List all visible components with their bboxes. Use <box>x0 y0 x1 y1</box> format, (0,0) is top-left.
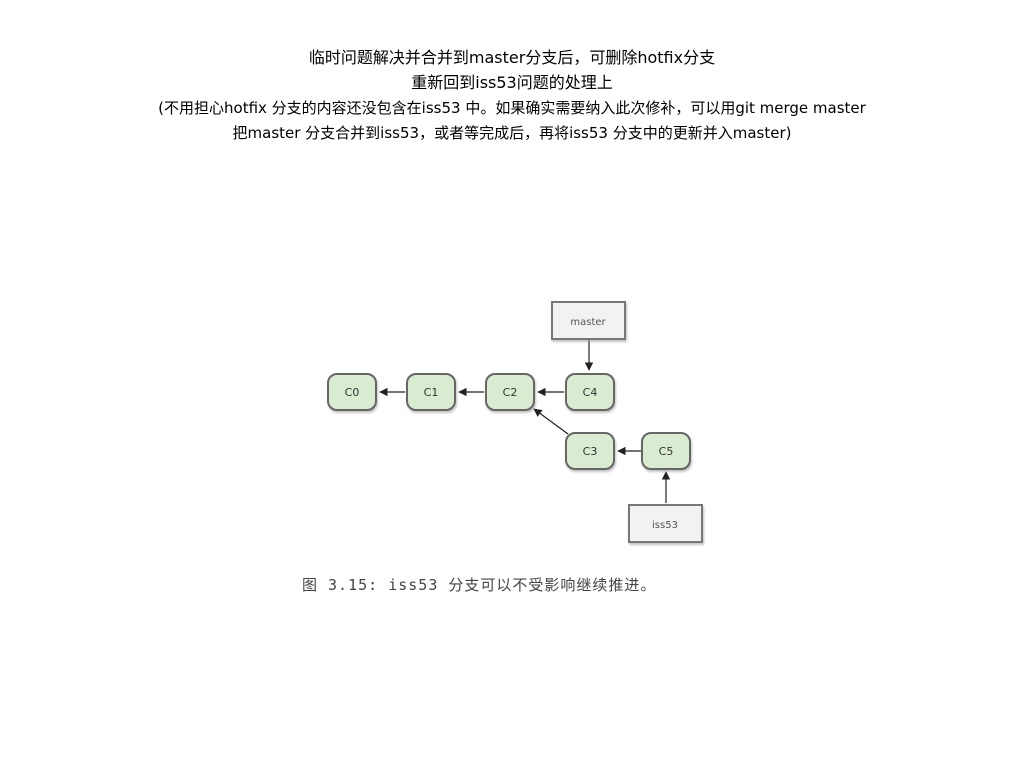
commit-c3: C3 <box>565 432 615 470</box>
git-branch-diagram: C0 C1 C2 C4 C3 C5 <box>300 290 740 560</box>
commit-label-c0: C0 <box>345 386 360 399</box>
ref-label-iss53: iss53 <box>652 520 678 531</box>
title-line-1: 临时问题解决并合并到master分支后，可删除hotfix分支 <box>308 48 716 67</box>
commit-label-c4: C4 <box>583 386 598 399</box>
note-line-2: 把master 分支合并到iss53，或者等完成后，再将iss53 分支中的更新… <box>232 124 792 142</box>
ref-master: master <box>551 301 626 340</box>
note-line-1: (不用担心hotfix 分支的内容还没包含在iss53 中。如果确实需要纳入此次… <box>158 99 866 117</box>
commit-c2: C2 <box>485 373 535 411</box>
commit-label-c1: C1 <box>424 386 439 399</box>
ref-label-master: master <box>570 317 606 328</box>
commit-c4: C4 <box>565 373 615 411</box>
title-line-2: 重新回到iss53问题的处理上 <box>411 73 613 92</box>
commit-label-c2: C2 <box>503 386 518 399</box>
commit-label-c5: C5 <box>659 445 674 458</box>
commit-c1: C1 <box>406 373 456 411</box>
commit-c5: C5 <box>641 432 691 470</box>
commit-c0: C0 <box>327 373 377 411</box>
arrow-c3-to-c2 <box>533 408 569 435</box>
ref-iss53: iss53 <box>628 504 703 543</box>
figure-caption: 图 3.15: iss53 分支可以不受影响继续推进。 <box>302 576 657 594</box>
commit-label-c3: C3 <box>583 445 598 458</box>
